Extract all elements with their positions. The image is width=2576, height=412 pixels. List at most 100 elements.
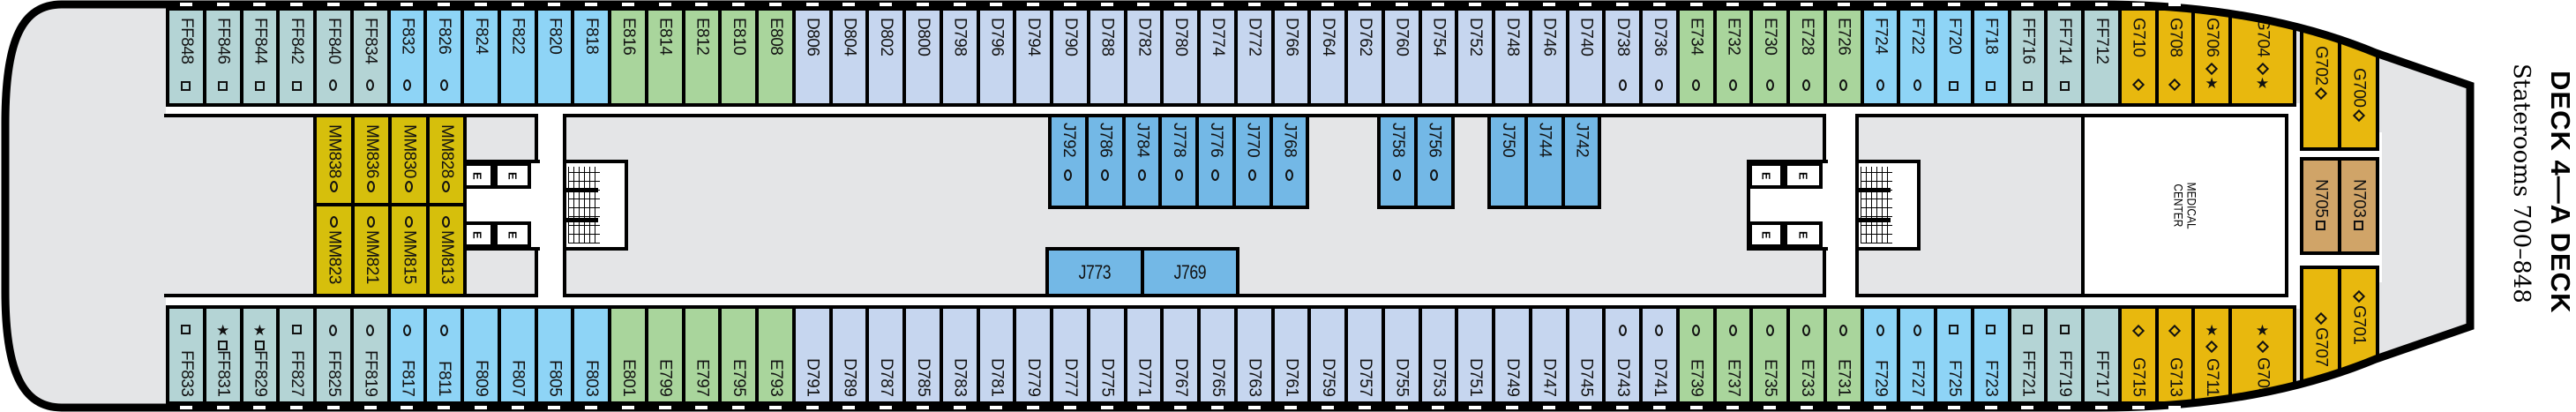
stateroom-d787[interactable]: D787 bbox=[865, 305, 906, 405]
stateroom-f822[interactable]: F822 bbox=[498, 7, 538, 107]
stateroom-d738[interactable]: D738 bbox=[1602, 7, 1643, 107]
stateroom-d754[interactable]: D754 bbox=[1419, 7, 1459, 107]
stateroom-d763[interactable]: D763 bbox=[1234, 305, 1275, 405]
stateroom-ff714[interactable]: FF714 bbox=[2044, 7, 2085, 107]
stateroom-n705[interactable]: N705 bbox=[2300, 157, 2341, 255]
stateroom-d752[interactable]: D752 bbox=[1455, 7, 1495, 107]
stateroom-f824[interactable]: F824 bbox=[461, 7, 501, 107]
stateroom-d766[interactable]: D766 bbox=[1271, 7, 1312, 107]
stateroom-f811[interactable]: F811 bbox=[423, 305, 464, 405]
stateroom-e799[interactable]: E799 bbox=[645, 305, 685, 405]
stateroom-ff712[interactable]: FF712 bbox=[2081, 7, 2122, 107]
stateroom-j768[interactable]: J768 bbox=[1269, 114, 1310, 209]
stateroom-e812[interactable]: E812 bbox=[682, 7, 723, 107]
stateroom-f818[interactable]: F818 bbox=[571, 7, 611, 107]
stateroom-d800[interactable]: D800 bbox=[902, 7, 943, 107]
stateroom-d798[interactable]: D798 bbox=[940, 7, 980, 107]
stateroom-mm823[interactable]: MM823 bbox=[313, 203, 355, 297]
stateroom-d771[interactable]: D771 bbox=[1124, 305, 1164, 405]
stateroom-f807[interactable]: F807 bbox=[498, 305, 538, 405]
stateroom-d745[interactable]: D745 bbox=[1566, 305, 1606, 405]
stateroom-d791[interactable]: D791 bbox=[792, 305, 833, 405]
stateroom-ff829[interactable]: ★FF829 bbox=[240, 305, 281, 405]
stateroom-d802[interactable]: D802 bbox=[865, 7, 906, 107]
stateroom-d741[interactable]: D741 bbox=[1639, 305, 1680, 405]
stateroom-ff819[interactable]: FF819 bbox=[350, 305, 391, 405]
stateroom-d747[interactable]: D747 bbox=[1529, 305, 1569, 405]
stateroom-ff827[interactable]: FF827 bbox=[276, 305, 317, 405]
stateroom-j773[interactable]: J773 bbox=[1045, 247, 1144, 297]
stateroom-d755[interactable]: D755 bbox=[1382, 305, 1422, 405]
stateroom-ff719[interactable]: FF719 bbox=[2044, 305, 2085, 405]
stateroom-g713[interactable]: G713 bbox=[2155, 305, 2196, 405]
stateroom-ff834[interactable]: FF834 bbox=[350, 7, 391, 107]
stateroom-d780[interactable]: D780 bbox=[1160, 7, 1201, 107]
stateroom-d788[interactable]: D788 bbox=[1087, 7, 1127, 107]
stateroom-e735[interactable]: E735 bbox=[1749, 305, 1790, 405]
stateroom-e730[interactable]: E730 bbox=[1749, 7, 1790, 107]
stateroom-ff848[interactable]: FF848 bbox=[166, 7, 206, 107]
stateroom-mm838[interactable]: MM838 bbox=[313, 114, 355, 206]
stateroom-ff716[interactable]: FF716 bbox=[2008, 7, 2048, 107]
stateroom-d782[interactable]: D782 bbox=[1124, 7, 1164, 107]
stateroom-d746[interactable]: D746 bbox=[1529, 7, 1569, 107]
stateroom-d806[interactable]: D806 bbox=[792, 7, 833, 107]
stateroom-e795[interactable]: E795 bbox=[718, 305, 759, 405]
stateroom-d761[interactable]: D761 bbox=[1271, 305, 1312, 405]
stateroom-e733[interactable]: E733 bbox=[1786, 305, 1827, 405]
stateroom-mm828[interactable]: MM828 bbox=[426, 114, 468, 206]
stateroom-j744[interactable]: J744 bbox=[1524, 114, 1565, 209]
stateroom-d740[interactable]: D740 bbox=[1566, 7, 1606, 107]
stateroom-f803[interactable]: F803 bbox=[571, 305, 611, 405]
stateroom-ff721[interactable]: FF721 bbox=[2008, 305, 2048, 405]
stateroom-d779[interactable]: D779 bbox=[1013, 305, 1053, 405]
stateroom-d760[interactable]: D760 bbox=[1382, 7, 1422, 107]
stateroom-d749[interactable]: D749 bbox=[1492, 305, 1532, 405]
stateroom-d781[interactable]: D781 bbox=[977, 305, 1017, 405]
stateroom-j786[interactable]: J786 bbox=[1085, 114, 1126, 209]
stateroom-j770[interactable]: J770 bbox=[1232, 114, 1273, 209]
stateroom-d757[interactable]: D757 bbox=[1344, 305, 1385, 405]
stateroom-d804[interactable]: D804 bbox=[829, 7, 870, 107]
stateroom-d764[interactable]: D764 bbox=[1307, 7, 1348, 107]
stateroom-e797[interactable]: E797 bbox=[682, 305, 723, 405]
stateroom-mm821[interactable]: MM821 bbox=[351, 203, 393, 297]
stateroom-f832[interactable]: F832 bbox=[387, 7, 428, 107]
stateroom-e801[interactable]: E801 bbox=[608, 305, 648, 405]
stateroom-f727[interactable]: F727 bbox=[1897, 305, 1937, 405]
stateroom-n703[interactable]: N703 bbox=[2338, 157, 2379, 255]
stateroom-j784[interactable]: J784 bbox=[1122, 114, 1163, 209]
stateroom-ff842[interactable]: FF842 bbox=[276, 7, 317, 107]
stateroom-d748[interactable]: D748 bbox=[1492, 7, 1532, 107]
stateroom-g710[interactable]: G710 bbox=[2118, 7, 2159, 107]
stateroom-j792[interactable]: J792 bbox=[1048, 114, 1089, 209]
stateroom-ff840[interactable]: FF840 bbox=[313, 7, 354, 107]
stateroom-j756[interactable]: J756 bbox=[1414, 114, 1455, 209]
stateroom-d790[interactable]: D790 bbox=[1050, 7, 1090, 107]
stateroom-j769[interactable]: J769 bbox=[1141, 247, 1239, 297]
stateroom-e793[interactable]: E793 bbox=[755, 305, 796, 405]
stateroom-d789[interactable]: D789 bbox=[829, 305, 870, 405]
stateroom-d774[interactable]: D774 bbox=[1197, 7, 1238, 107]
stateroom-d743[interactable]: D743 bbox=[1602, 305, 1643, 405]
stateroom-mm813[interactable]: MM813 bbox=[426, 203, 468, 297]
stateroom-ff831[interactable]: ★FF831 bbox=[203, 305, 243, 405]
stateroom-d753[interactable]: D753 bbox=[1419, 305, 1459, 405]
stateroom-j742[interactable]: J742 bbox=[1561, 114, 1602, 209]
stateroom-f805[interactable]: F805 bbox=[535, 305, 575, 405]
stateroom-d777[interactable]: D777 bbox=[1050, 305, 1090, 405]
stateroom-e739[interactable]: E739 bbox=[1676, 305, 1717, 405]
stateroom-g708[interactable]: G708 bbox=[2155, 7, 2196, 107]
stateroom-e808[interactable]: E808 bbox=[755, 7, 796, 107]
stateroom-mm836[interactable]: MM836 bbox=[351, 114, 393, 206]
stateroom-d751[interactable]: D751 bbox=[1455, 305, 1495, 405]
stateroom-e728[interactable]: E728 bbox=[1786, 7, 1827, 107]
stateroom-e816[interactable]: E816 bbox=[608, 7, 648, 107]
stateroom-f723[interactable]: F723 bbox=[1971, 305, 2011, 405]
stateroom-d794[interactable]: D794 bbox=[1013, 7, 1053, 107]
stateroom-f718[interactable]: F718 bbox=[1971, 7, 2011, 107]
stateroom-ff717[interactable]: FF717 bbox=[2081, 305, 2122, 405]
stateroom-mm830[interactable]: MM830 bbox=[388, 114, 430, 206]
stateroom-e726[interactable]: E726 bbox=[1823, 7, 1864, 107]
